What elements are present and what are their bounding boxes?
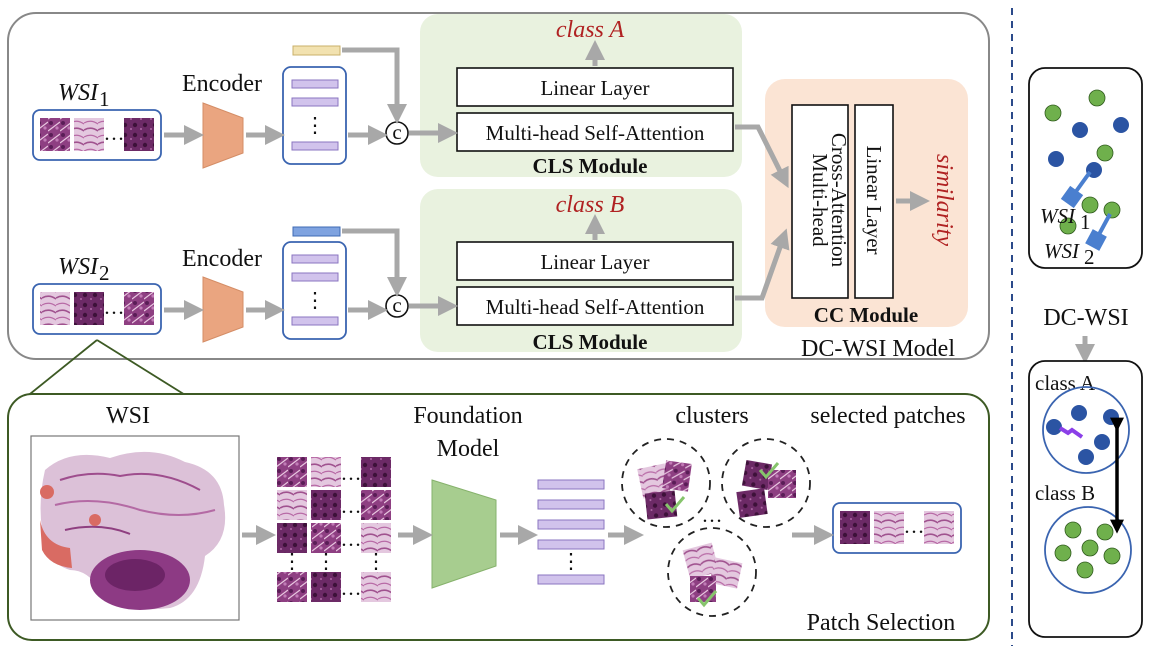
linear-layer-2 xyxy=(456,241,734,281)
svg-text:⋮: ⋮ xyxy=(366,549,387,573)
cluster-3 xyxy=(667,527,757,617)
svg-text:…: … xyxy=(341,527,362,551)
cross-attention-line1: Multi-head xyxy=(808,153,832,247)
class-b-cluster xyxy=(1044,506,1132,594)
dc-wsi-transition-label: DC-WSI xyxy=(1043,305,1128,331)
clusters-ellipsis: … xyxy=(702,503,723,527)
wsi1-subscript: 1 xyxy=(99,87,110,111)
self-attention-2 xyxy=(456,286,734,326)
class-a-cluster-label: class A xyxy=(1035,371,1096,395)
cluster-1 xyxy=(621,438,711,528)
cls-module-1-title: CLS Module xyxy=(533,154,648,178)
tokens-2-box xyxy=(282,241,347,340)
svg-text:⋮: ⋮ xyxy=(316,549,337,573)
cc-module-title: CC Module xyxy=(814,303,918,327)
class-a-dots xyxy=(1046,405,1119,465)
wsi2-label: WSI xyxy=(58,254,99,280)
tokens-1-box xyxy=(282,66,347,165)
selected-patches-label: selected patches xyxy=(810,403,965,429)
encoder-2-label: Encoder xyxy=(182,246,262,272)
cross-attention-box xyxy=(791,104,849,299)
tokens-2-stack: ⋮ xyxy=(291,254,339,326)
self-attention-1-label: Multi-head Self-Attention xyxy=(486,121,705,145)
svg-text:…: … xyxy=(341,461,362,485)
patch-selection-title: Patch Selection xyxy=(807,610,956,636)
concat-2-label: c xyxy=(392,293,401,317)
svg-text:…: … xyxy=(341,576,362,600)
embedding-wsi1-label: WSI xyxy=(1040,204,1076,228)
linear-layer-1-label: Linear Layer xyxy=(540,76,649,100)
wsi1-patch-1 xyxy=(40,118,70,151)
class-a-cluster xyxy=(1042,386,1130,474)
patch-selection-frame xyxy=(7,393,990,641)
foundation-model-trapezoid xyxy=(431,479,497,589)
wsi2-patch-1 xyxy=(40,292,70,325)
svg-text:⋮: ⋮ xyxy=(305,113,326,137)
cls-module-2-title: CLS Module xyxy=(533,330,648,354)
cls-token-2 xyxy=(292,226,341,237)
self-attention-1 xyxy=(456,112,734,152)
foundation-model-label-2: Model xyxy=(437,436,500,462)
zoom-line-left xyxy=(24,339,98,399)
selected-patch-3 xyxy=(924,511,954,544)
embedding-before-dots xyxy=(1044,89,1129,251)
wsi1-label: WSI xyxy=(58,80,99,106)
svg-text:⋮: ⋮ xyxy=(282,549,303,573)
patch-grid: … … … ⋮ ⋮ ⋮ … xyxy=(277,457,391,602)
cls-token-1 xyxy=(292,45,341,56)
linear-layer-1 xyxy=(456,67,734,107)
embedding-wsi2-subscript: 2 xyxy=(1084,245,1095,269)
wsi-thumbnail-label: WSI xyxy=(106,403,150,429)
dc-wsi-model-frame xyxy=(7,12,990,360)
cc-linear-layer-box xyxy=(854,104,894,299)
selected-patch-2 xyxy=(874,511,904,544)
encoder-1-trapezoid xyxy=(202,102,244,169)
clusters-label: clusters xyxy=(675,403,748,429)
wsi2-subscript: 2 xyxy=(99,261,110,285)
self-attention-2-label: Multi-head Self-Attention xyxy=(486,295,705,319)
zoom-line-right xyxy=(96,339,191,399)
wsi2-ellipsis: … xyxy=(104,295,125,319)
class-b-output: class B xyxy=(556,192,625,218)
main-model-arrows xyxy=(164,40,930,320)
cross-attention-line2: Cross-Attention xyxy=(827,133,851,268)
embedding-wsi2-label: WSI xyxy=(1044,239,1080,263)
wsi-tissue-image xyxy=(40,451,226,610)
selected-patches-ellipsis: … xyxy=(904,514,925,538)
svg-text:⋮: ⋮ xyxy=(305,288,326,312)
wsi1-ellipsis: … xyxy=(104,121,125,145)
dc-wsi-model-title: DC-WSI Model xyxy=(801,336,955,362)
encoder-1-label: Encoder xyxy=(182,71,262,97)
class-b-cluster-label: class B xyxy=(1035,481,1095,505)
wsi2-patch-3 xyxy=(124,292,154,325)
concat-1-label: c xyxy=(392,120,401,144)
embedding-wsi1-subscript: 1 xyxy=(1080,210,1091,234)
encoder-2-trapezoid xyxy=(202,276,244,343)
wsi1-patch-3 xyxy=(124,118,154,151)
svg-text:…: … xyxy=(341,494,362,518)
class-a-output: class A xyxy=(556,17,625,43)
linear-layer-2-label: Linear Layer xyxy=(540,250,649,274)
cc-linear-layer-label: Linear Layer xyxy=(862,145,886,254)
selected-patch-1 xyxy=(840,511,870,544)
class-b-dots xyxy=(1054,521,1121,579)
feature-token-stack: ⋮ xyxy=(537,479,605,585)
wsi2-patch-2 xyxy=(74,292,104,325)
embedding-before-panel xyxy=(1028,67,1143,269)
cluster-2 xyxy=(721,438,811,528)
wsi1-patch-2 xyxy=(74,118,104,151)
tokens-1-stack: ⋮ xyxy=(291,79,339,151)
similarity-output: similarity xyxy=(931,154,957,246)
foundation-model-label-1: Foundation xyxy=(413,403,522,429)
svg-text:⋮: ⋮ xyxy=(561,549,582,573)
